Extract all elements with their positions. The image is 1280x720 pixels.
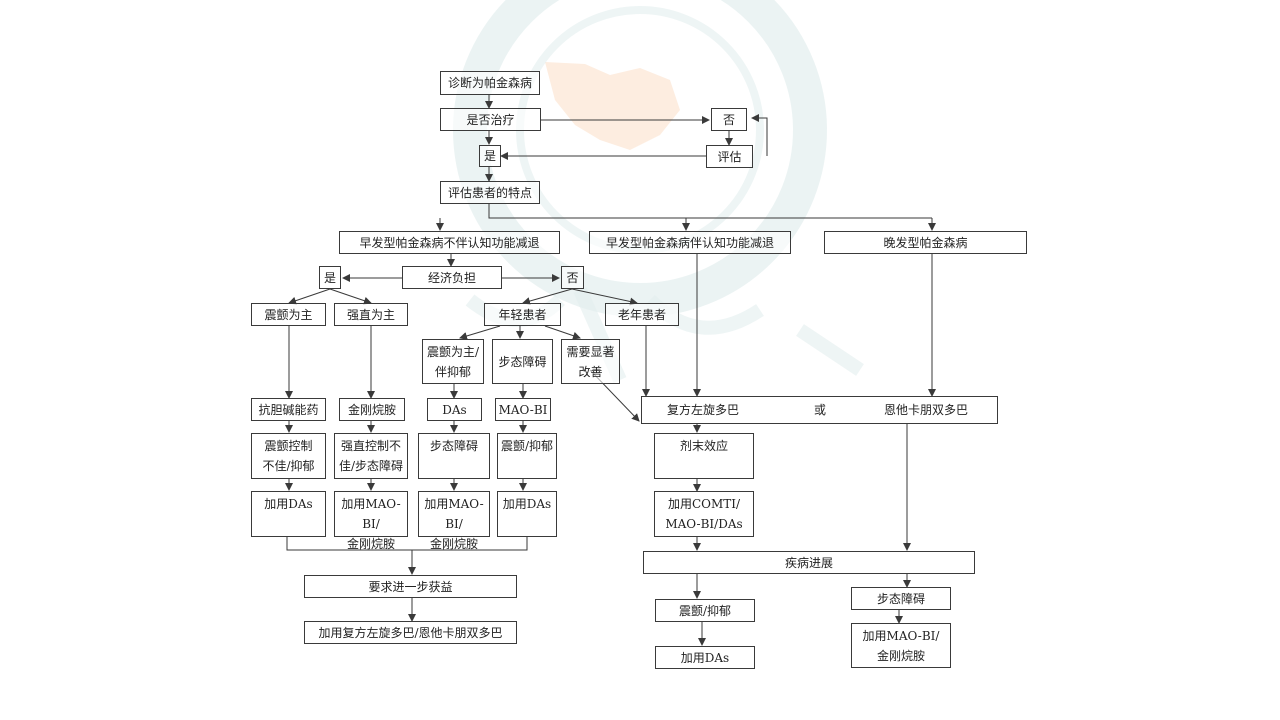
tremor-depression-box-3: 震颤/抑郁 bbox=[655, 599, 755, 622]
evaluate-box: 评估 bbox=[706, 145, 753, 168]
disease-progression-box: 疾病进展 bbox=[643, 551, 975, 574]
assess-patient-box: 评估患者的特点 bbox=[440, 181, 540, 204]
early-cognitive-decline-box: 早发型帕金森病伴认知功能减退 bbox=[589, 231, 791, 254]
levodopa-label: 复方左旋多巴 bbox=[667, 403, 740, 417]
tremor-depression-box-2: 震颤/抑郁 bbox=[497, 433, 557, 479]
das-box: DAs bbox=[427, 398, 482, 421]
further-benefit-box: 要求进一步获益 bbox=[304, 575, 517, 598]
entacapone-label: 恩他卡朋双多巴 bbox=[884, 403, 969, 417]
treatment-question-box: 是否治疗 bbox=[440, 108, 541, 131]
no-box-top: 否 bbox=[711, 108, 747, 131]
gait-disorder-box: 步态障碍 bbox=[492, 339, 553, 384]
late-onset-box: 晚发型帕金森病 bbox=[824, 231, 1027, 254]
amantadine-box: 金刚烷胺 bbox=[339, 398, 405, 421]
early-no-cognitive-decline-box: 早发型帕金森病不伴认知功能减退 bbox=[339, 231, 560, 254]
add-das-box-1: 加用DAs bbox=[251, 491, 326, 537]
add-das-box-2: 加用DAs bbox=[497, 491, 557, 537]
wearing-off-box: 剂末效应 bbox=[654, 433, 754, 479]
or-label: 或 bbox=[814, 403, 827, 417]
add-comt-box: 加用COMTI/ MAO-BI/DAs bbox=[654, 491, 754, 537]
anticholinergic-box: 抗胆碱能药 bbox=[251, 398, 326, 421]
rigidity-poor-control-box: 强直控制不 佳/步态障碍 bbox=[334, 433, 408, 479]
tremor-dominant-box: 震颤为主 bbox=[251, 303, 326, 326]
economic-burden-box: 经济负担 bbox=[402, 266, 502, 289]
tremor-depression-box: 震颤为主/ 伴抑郁 bbox=[422, 339, 484, 384]
gait-disorder-box-2: 步态障碍 bbox=[418, 433, 490, 479]
add-das-box-3: 加用DAs bbox=[655, 646, 755, 669]
levodopa-row-box bbox=[641, 396, 998, 424]
diagnosis-box: 诊断为帕金森病 bbox=[440, 71, 540, 95]
need-improvement-box: 需要显著 改善 bbox=[561, 339, 620, 384]
rigidity-dominant-box: 强直为主 bbox=[334, 303, 408, 326]
add-levodopa-box: 加用复方左旋多巴/恩他卡朋双多巴 bbox=[304, 621, 517, 644]
add-maobi-box-2: 加用MAO-BI/ 金刚烷胺 bbox=[418, 491, 490, 551]
econ-yes-box: 是 bbox=[319, 266, 341, 289]
gait-disorder-box-3: 步态障碍 bbox=[851, 587, 951, 610]
maobi-box: MAO-BI bbox=[495, 398, 551, 421]
tremor-poor-control-box: 震颤控制 不佳/抑郁 bbox=[251, 433, 326, 479]
elderly-patient-box: 老年患者 bbox=[605, 303, 679, 326]
add-maobi-box-3: 加用MAO-BI/ 金刚烷胺 bbox=[851, 623, 951, 668]
add-maobi-box-1: 加用MAO-BI/ 金刚烷胺 bbox=[334, 491, 408, 551]
young-patient-box: 年轻患者 bbox=[484, 303, 561, 326]
econ-no-box: 否 bbox=[561, 266, 584, 289]
yes-box-top: 是 bbox=[479, 145, 501, 167]
